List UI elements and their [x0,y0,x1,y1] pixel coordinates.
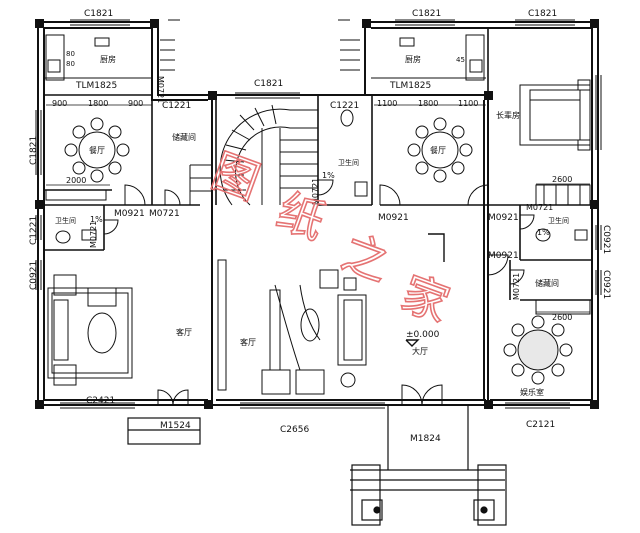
label-c1221-mid: C1221 [162,101,191,111]
label-slope-b: 1% [90,215,103,224]
dim-45: 45 [456,56,465,64]
dim-1100-a: 1100 [377,99,397,108]
label-c2421: C2421 [86,396,115,406]
opening-labels: C1821 C1821 C1821 C1821 C1221 C1221 C182… [29,9,611,444]
label-m0921-d: M0921 [488,251,519,261]
label-c0921-right-2: C0921 [601,270,611,299]
label-m0721-c: M0721 [311,178,320,205]
label-living-left: 客厅 [176,327,192,337]
label-c1821-stair: C1821 [254,79,283,89]
staircase [189,104,318,206]
label-m0721-f: M0721 [156,76,165,103]
dim-2600-a: 2600 [552,175,572,184]
label-storage-top: 储藏间 [172,132,196,142]
label-c0921-right-1: C0921 [601,225,611,254]
kitchen-fixtures [44,34,486,81]
dining-table-right [407,117,473,183]
sofa-set-left [47,274,133,386]
label-c2121: C2121 [526,420,555,430]
label-kitchen-left: 厨房 [100,54,116,64]
label-c1821-left: C1821 [29,136,39,165]
label-c1221-right: C1221 [330,101,359,111]
hall-markers [405,233,445,347]
dim-2000: 2000 [66,176,86,185]
label-m0921-c: M0921 [488,213,519,223]
label-c1821-top-right: C1821 [528,9,557,19]
dim-80-b: 80 [66,60,75,68]
dim-1100-b: 1100 [458,99,478,108]
label-c1821-top-mid: C1821 [412,9,441,19]
label-m0921-b: M0921 [378,213,409,223]
label-elevation: ±0.000 [406,330,440,340]
dim-900-b: 900 [128,99,143,108]
watermark-char-1: 图 [205,144,267,210]
dim-1800-b: 1800 [418,99,438,108]
bathroom-fixtures [55,109,588,244]
dimension-labels: 900 1800 900 1100 1800 1100 2000 2600 26… [52,50,572,322]
storage-shelves [45,184,591,315]
sofa-set-center [217,259,367,395]
label-m1824: M1824 [410,434,441,444]
windows [35,19,602,409]
label-m0721-b: M0721 [89,221,98,248]
label-slope-a: 1% [322,171,335,180]
label-bathroom-right: 卫生间 [548,216,569,225]
label-bathroom-top: 卫生间 [338,158,359,167]
dim-900-a: 900 [52,99,67,108]
watermark-char-4: 家 [395,266,457,332]
bed [519,79,591,151]
label-storage-right: 储藏间 [535,278,559,288]
label-m1524: M1524 [160,421,191,431]
dim-2600-b: 2600 [552,313,572,322]
dining-table-left [64,117,130,183]
label-living-center: 客厅 [240,337,256,347]
label-c1821-top-left: C1821 [84,9,113,19]
label-c0921-left: C0921 [29,261,39,290]
label-m0721-d: M0721 [526,203,553,212]
label-c1221-left: C1221 [29,216,39,245]
label-dining-left: 餐厅 [89,146,105,155]
label-dining-right: 餐厅 [430,146,446,155]
label-m0721-e: M0721 [512,273,521,300]
dim-80-a: 80 [66,50,75,58]
doors [103,179,535,406]
walls [37,21,599,406]
label-c2656: C2656 [280,425,309,435]
label-m0921-a: M0921 [114,209,145,219]
label-tlm-left: TLM1825 [75,81,117,91]
label-tlm-right: TLM1825 [389,81,431,91]
side-stairs [160,39,360,71]
room-labels: 厨房 厨房 餐厅 餐厅 储藏间 卫生间 长辈房 卫生间 卫生间 客厅 客厅 大厅… [55,54,569,397]
columns [35,19,599,409]
game-table [503,315,573,385]
label-m0721-a: M0721 [149,209,180,219]
label-elder-room: 长辈房 [496,110,520,120]
dimension-lines [46,104,590,313]
label-bathroom-left: 卫生间 [55,216,76,225]
label-entertainment: 娱乐室 [520,387,544,397]
front-steps [127,405,507,526]
dim-1800-a: 1800 [88,99,108,108]
label-kitchen-right: 厨房 [405,54,421,64]
label-hall: 大厅 [412,346,428,356]
label-slope-c: 1% [537,228,550,237]
